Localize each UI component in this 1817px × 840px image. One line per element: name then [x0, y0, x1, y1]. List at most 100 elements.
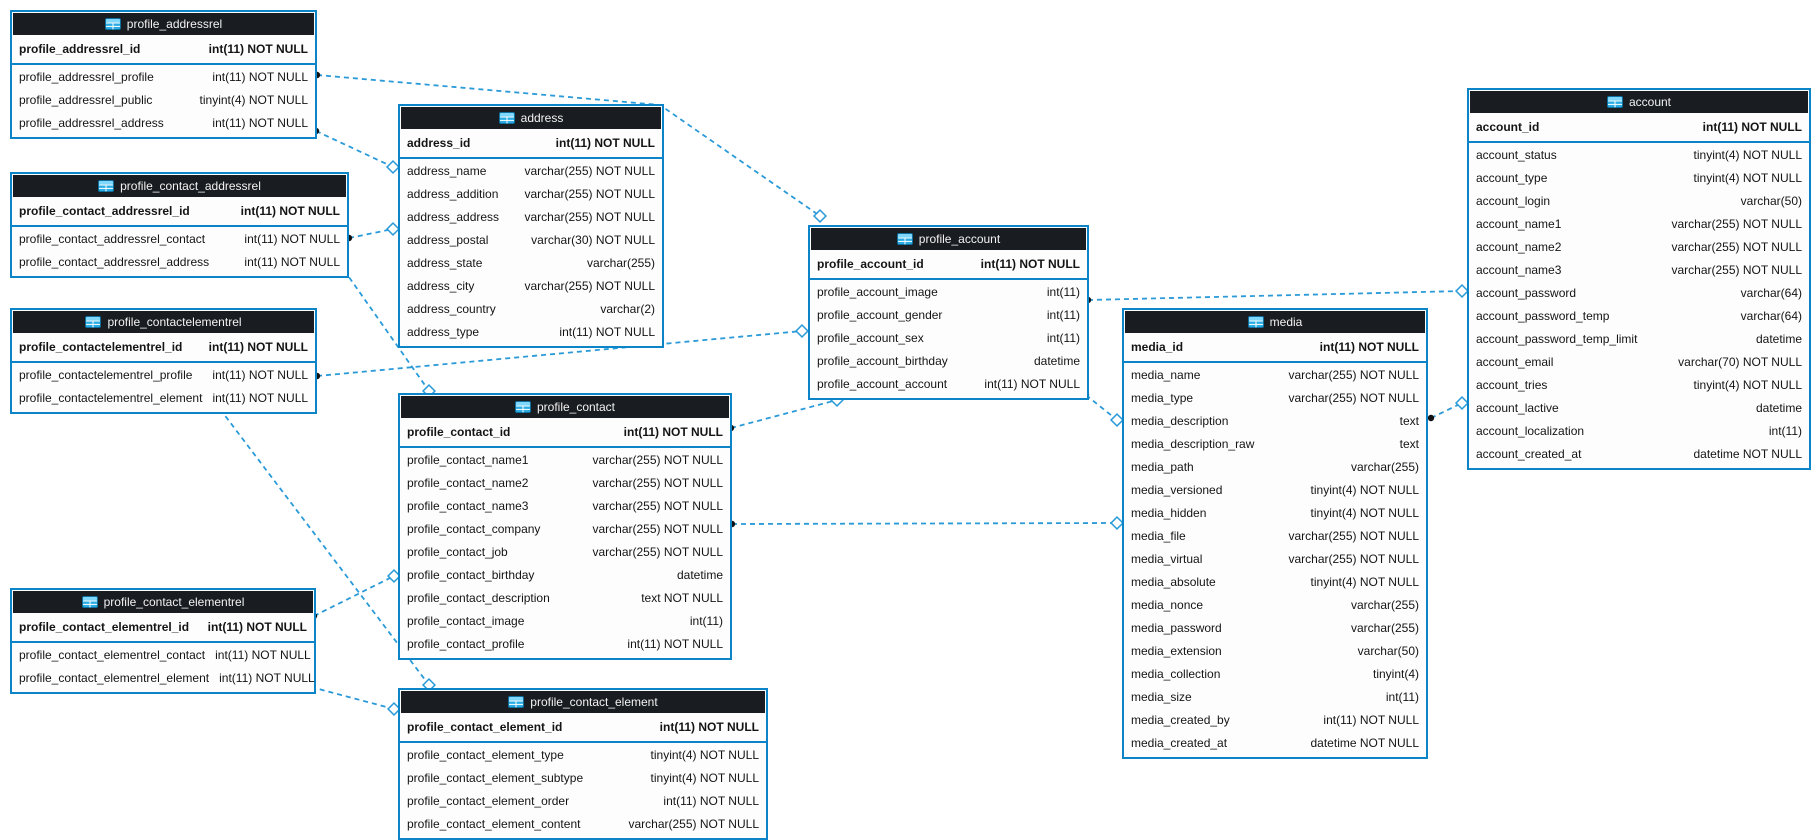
- column-row[interactable]: profile_contact_name1 varchar(255) NOT N…: [400, 449, 730, 472]
- column-row[interactable]: profile_contact_element_id int(11) NOT N…: [400, 716, 766, 739]
- column-row[interactable]: profile_contact_addressrel_id int(11) NO…: [12, 200, 347, 223]
- relationship-profile_contact_elementrel-to-profile_contact[interactable]: [310, 568, 402, 620]
- table-header[interactable]: media: [1125, 311, 1425, 333]
- relationship-profile_addressrel-to-address[interactable]: [312, 127, 401, 175]
- relationship-line[interactable]: [343, 269, 430, 392]
- table-header[interactable]: profile_account: [811, 228, 1086, 250]
- column-row[interactable]: account_id int(11) NOT NULL: [1469, 116, 1809, 139]
- column-row[interactable]: address_addition varchar(255) NOT NULL: [400, 183, 662, 206]
- column-row[interactable]: account_email varchar(70) NOT NULL: [1469, 351, 1809, 374]
- column-row[interactable]: address_id int(11) NOT NULL: [400, 132, 662, 155]
- column-row[interactable]: media_versioned tinyint(4) NOT NULL: [1124, 479, 1426, 502]
- column-row[interactable]: media_name varchar(255) NOT NULL: [1124, 364, 1426, 387]
- column-row[interactable]: address_name varchar(255) NOT NULL: [400, 160, 662, 183]
- column-row[interactable]: address_type int(11) NOT NULL: [400, 321, 662, 344]
- column-row[interactable]: account_lactive datetime: [1469, 397, 1809, 420]
- relationship-line[interactable]: [316, 330, 803, 377]
- column-row[interactable]: media_extension varchar(50): [1124, 640, 1426, 663]
- column-row[interactable]: media_created_at datetime NOT NULL: [1124, 732, 1426, 755]
- column-row[interactable]: profile_addressrel_profile int(11) NOT N…: [12, 66, 315, 89]
- column-row[interactable]: account_password_temp varchar(64): [1469, 305, 1809, 328]
- column-row[interactable]: address_state varchar(255): [400, 252, 662, 275]
- column-row[interactable]: profile_contact_elementrel_id int(11) NO…: [12, 616, 314, 639]
- column-row[interactable]: profile_contact_name3 varchar(255) NOT N…: [400, 495, 730, 518]
- column-row[interactable]: account_name2 varchar(255) NOT NULL: [1469, 236, 1809, 259]
- column-row[interactable]: profile_contact_element_type tinyint(4) …: [400, 744, 766, 767]
- er-table-profile_account[interactable]: profile_account profile_account_id int(1…: [808, 225, 1089, 400]
- column-row[interactable]: account_name1 varchar(255) NOT NULL: [1469, 213, 1809, 236]
- column-row[interactable]: profile_contact_image int(11): [400, 610, 730, 633]
- er-table-profile_addressrel[interactable]: profile_addressrel profile_addressrel_id…: [10, 10, 317, 139]
- column-row[interactable]: account_login varchar(50): [1469, 190, 1809, 213]
- relationship-line[interactable]: [313, 575, 395, 617]
- relationship-media-to-account[interactable]: [1427, 395, 1470, 422]
- column-row[interactable]: profile_account_image int(11): [810, 281, 1087, 304]
- table-header[interactable]: profile_contact_elementrel: [13, 591, 313, 613]
- column-row[interactable]: profile_contactelementrel_id int(11) NOT…: [12, 336, 315, 359]
- relationship-profile_contactelementrel-to-profile_account[interactable]: [313, 323, 810, 380]
- relationship-profile_contactelementrel-to-profile_contact_element[interactable]: [216, 405, 437, 693]
- relationship-profile_contact_elementrel-to-profile_contact_element[interactable]: [307, 683, 402, 717]
- column-row[interactable]: profile_contact_addressrel_address int(1…: [12, 251, 347, 274]
- column-row[interactable]: account_name3 varchar(255) NOT NULL: [1469, 259, 1809, 282]
- column-row[interactable]: profile_contact_name2 varchar(255) NOT N…: [400, 472, 730, 495]
- er-table-account[interactable]: account account_id int(11) NOT NULL acco…: [1467, 88, 1811, 470]
- relationship-line[interactable]: [219, 408, 430, 686]
- column-row[interactable]: profile_contact_description text NOT NUL…: [400, 587, 730, 610]
- table-header[interactable]: profile_addressrel: [13, 13, 314, 35]
- column-row[interactable]: profile_contact_profile int(11) NOT NULL: [400, 633, 730, 656]
- er-table-profile_contact_element[interactable]: profile_contact_element profile_contact_…: [398, 688, 768, 840]
- column-row[interactable]: media_nonce varchar(255): [1124, 594, 1426, 617]
- column-row[interactable]: profile_contact_elementrel_element int(1…: [12, 667, 315, 690]
- column-row[interactable]: media_description_raw text: [1124, 433, 1426, 456]
- column-row[interactable]: media_absolute tinyint(4) NOT NULL: [1124, 571, 1426, 594]
- column-row[interactable]: media_virtual varchar(255) NOT NULL: [1124, 548, 1426, 571]
- column-row[interactable]: profile_contact_element_order int(11) NO…: [400, 790, 766, 813]
- relationship-profile_contact_addressrel-to-address[interactable]: [345, 221, 401, 242]
- column-row[interactable]: account_created_at datetime NOT NULL: [1469, 443, 1809, 466]
- column-row[interactable]: address_city varchar(255) NOT NULL: [400, 275, 662, 298]
- column-row[interactable]: media_size int(11): [1124, 686, 1426, 709]
- column-row[interactable]: media_password varchar(255): [1124, 617, 1426, 640]
- column-row[interactable]: profile_account_gender int(11): [810, 304, 1087, 327]
- er-table-profile_contact_addressrel[interactable]: profile_contact_addressrel profile_conta…: [10, 172, 349, 278]
- column-row[interactable]: account_localization int(11): [1469, 420, 1809, 443]
- relationship-line[interactable]: [315, 130, 394, 168]
- column-row[interactable]: profile_contact_element_subtype tinyint(…: [400, 767, 766, 790]
- column-row[interactable]: media_id int(11) NOT NULL: [1124, 336, 1426, 359]
- column-row[interactable]: profile_account_birthday datetime: [810, 350, 1087, 373]
- table-header[interactable]: account: [1470, 91, 1808, 113]
- column-row[interactable]: account_password varchar(64): [1469, 282, 1809, 305]
- column-row[interactable]: profile_account_id int(11) NOT NULL: [810, 253, 1087, 276]
- column-row[interactable]: address_country varchar(2): [400, 298, 662, 321]
- column-row[interactable]: profile_contact_birthday datetime: [400, 564, 730, 587]
- column-row[interactable]: profile_addressrel_public tinyint(4) NOT…: [12, 89, 315, 112]
- column-row[interactable]: media_created_by int(11) NOT NULL: [1124, 709, 1426, 732]
- relationship-line[interactable]: [731, 522, 1118, 525]
- column-row[interactable]: media_hidden tinyint(4) NOT NULL: [1124, 502, 1426, 525]
- column-row[interactable]: media_collection tinyint(4): [1124, 663, 1426, 686]
- column-row[interactable]: account_type tinyint(4) NOT NULL: [1469, 167, 1809, 190]
- er-table-media[interactable]: media media_id int(11) NOT NULL media_na…: [1122, 308, 1428, 759]
- column-row[interactable]: profile_contact_id int(11) NOT NULL: [400, 421, 730, 444]
- column-row[interactable]: profile_addressrel_address int(11) NOT N…: [12, 112, 315, 135]
- column-row[interactable]: profile_contact_addressrel_contact int(1…: [12, 228, 347, 251]
- column-row[interactable]: account_password_temp_limit datetime: [1469, 328, 1809, 351]
- relationship-line[interactable]: [730, 399, 838, 429]
- column-row[interactable]: account_status tinyint(4) NOT NULL: [1469, 144, 1809, 167]
- column-row[interactable]: profile_contact_job varchar(255) NOT NUL…: [400, 541, 730, 564]
- column-row[interactable]: account_tries tinyint(4) NOT NULL: [1469, 374, 1809, 397]
- relationship-profile_account-to-account[interactable]: [1084, 283, 1470, 304]
- er-table-profile_contact[interactable]: profile_contact profile_contact_id int(1…: [398, 393, 732, 660]
- relationship-line[interactable]: [310, 686, 395, 710]
- er-table-address[interactable]: address address_id int(11) NOT NULL addr…: [398, 104, 664, 348]
- column-row[interactable]: profile_contact_element_content varchar(…: [400, 813, 766, 836]
- table-header[interactable]: profile_contact: [401, 396, 729, 418]
- column-row[interactable]: media_file varchar(255) NOT NULL: [1124, 525, 1426, 548]
- column-row[interactable]: profile_addressrel_id int(11) NOT NULL: [12, 38, 315, 61]
- er-table-profile_contact_elementrel[interactable]: profile_contact_elementrel profile_conta…: [10, 588, 316, 694]
- table-header[interactable]: profile_contact_addressrel: [13, 175, 346, 197]
- column-row[interactable]: profile_contactelementrel_profile int(11…: [12, 364, 315, 387]
- relationship-profile_contact-to-media[interactable]: [728, 515, 1125, 531]
- relationship-line[interactable]: [1087, 290, 1463, 301]
